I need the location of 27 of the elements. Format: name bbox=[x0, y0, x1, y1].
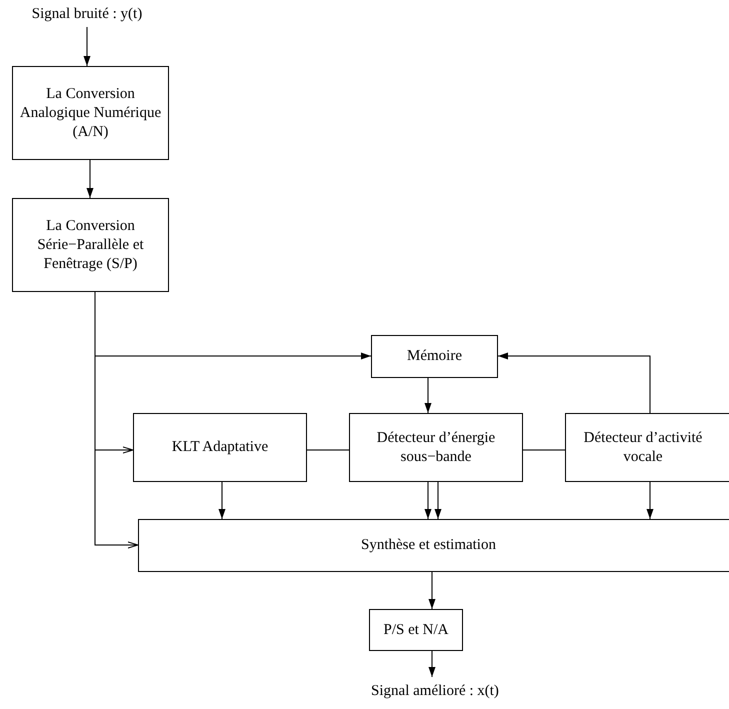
box-label: Mémoire bbox=[407, 347, 462, 366]
arrow bbox=[434, 482, 442, 520]
arrow bbox=[218, 482, 226, 520]
arrow bbox=[646, 482, 654, 520]
arrow bbox=[424, 482, 432, 520]
arrow bbox=[424, 378, 432, 414]
arrow bbox=[498, 352, 650, 414]
arrow bbox=[428, 572, 436, 610]
process-box bbox=[12, 66, 169, 160]
process-box bbox=[369, 609, 463, 651]
arrow bbox=[86, 160, 94, 198]
box-label: Synthèse et estimation bbox=[361, 536, 496, 555]
box-label: P/S et N/A bbox=[383, 620, 448, 640]
box-label: Détecteur d’énergie sous−bande bbox=[376, 428, 496, 466]
arrow bbox=[428, 650, 436, 678]
box-label: La Conversion Analogique Numérique (A/N) bbox=[19, 84, 162, 142]
arrow bbox=[94, 292, 138, 548]
process-box bbox=[138, 519, 729, 572]
box-label: Détecteur d’activité vocale bbox=[582, 428, 704, 466]
process-box bbox=[12, 198, 169, 292]
process-box bbox=[565, 413, 729, 482]
process-box bbox=[371, 335, 498, 378]
arrow bbox=[84, 26, 90, 66]
box-label: La Conversion Série−Parallèle et Fenêtrage (S/P) bbox=[36, 216, 145, 274]
process-box bbox=[133, 413, 307, 482]
process-box bbox=[349, 413, 523, 482]
box-label: KLT Adaptative bbox=[172, 438, 268, 457]
